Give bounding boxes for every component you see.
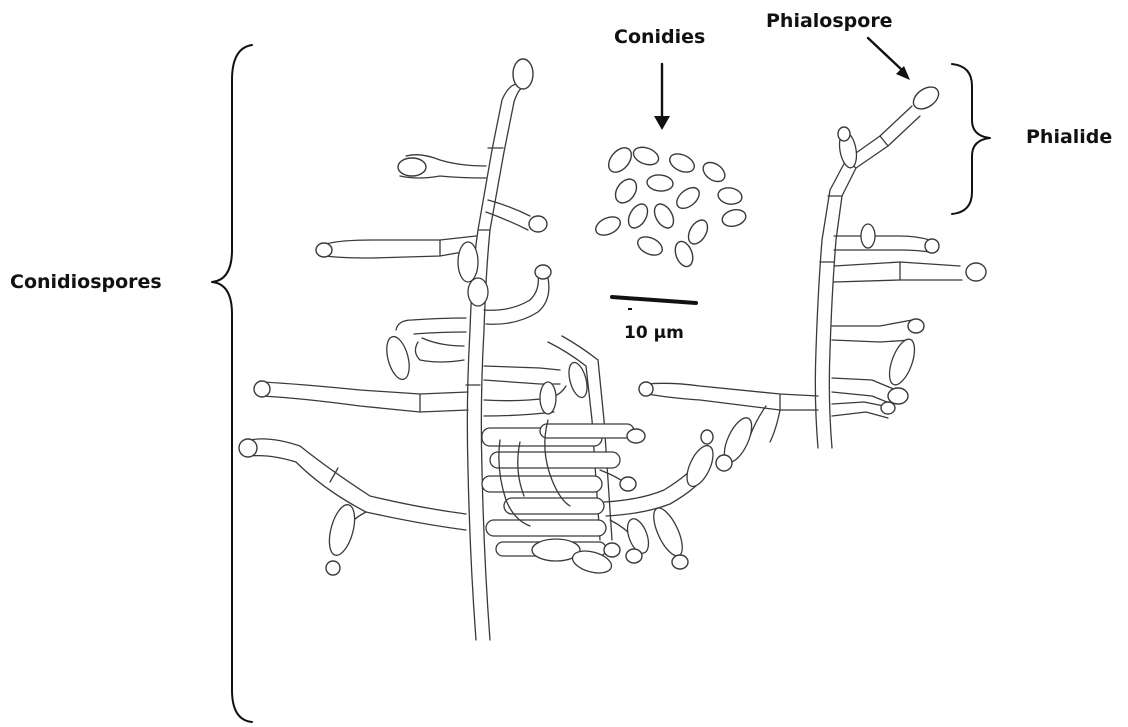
phialospore-label: Phialospore bbox=[766, 10, 893, 32]
conidiospores-label: Conidiospores bbox=[10, 271, 162, 293]
left-apex-phialospore bbox=[513, 59, 533, 89]
phialide-label: Phialide bbox=[1026, 126, 1112, 148]
conidies-label: Conidies bbox=[614, 26, 705, 48]
scale-bar-label: 10 µm bbox=[624, 323, 684, 343]
conidiospores-brace bbox=[212, 45, 252, 722]
